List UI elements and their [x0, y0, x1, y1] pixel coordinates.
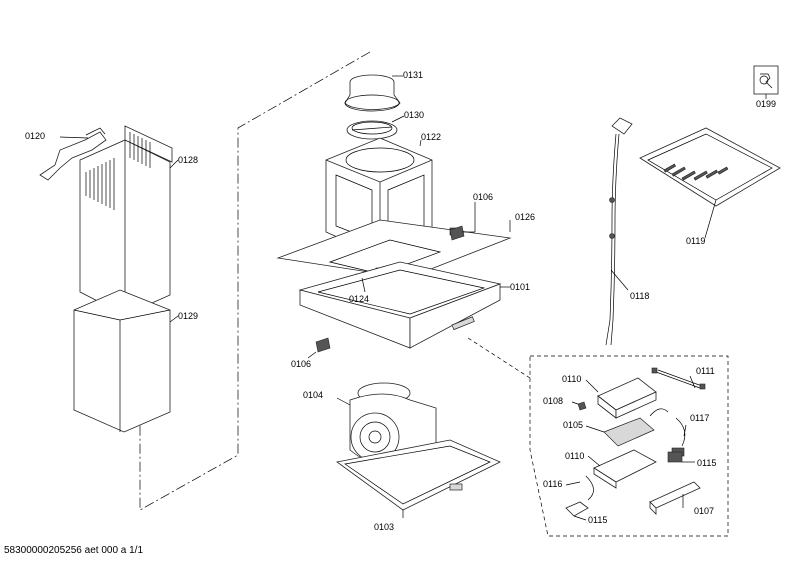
part-0110-module-bottom[interactable] — [593, 449, 657, 489]
electronics-detail-box — [467, 337, 729, 537]
label-0130: 0130 — [404, 110, 424, 120]
label-0115-bottom: 0115 — [588, 515, 607, 525]
label-0104: 0104 — [303, 390, 323, 400]
leader-lines — [59, 75, 767, 521]
part-0130-flap[interactable] — [346, 120, 398, 140]
label-0128: 0128 — [178, 155, 198, 165]
part-0120-bracket[interactable] — [39, 127, 107, 181]
label-0126: 0126 — [515, 212, 535, 222]
label-0115-right: 0115 — [697, 458, 716, 468]
label-0110-bottom: 0110 — [565, 451, 584, 461]
label-0106-bottom: 0106 — [291, 359, 311, 369]
part-0106-clip-a[interactable] — [449, 225, 465, 241]
part-0105-board[interactable] — [603, 408, 669, 447]
label-0118: 0118 — [630, 291, 649, 301]
part-0116-wire[interactable] — [585, 475, 594, 501]
part-0111-cable[interactable] — [651, 367, 706, 390]
part-0129-lower-chimney[interactable] — [73, 289, 171, 433]
part-labels: 0131 0130 0122 0120 0128 0129 0106 0126 … — [25, 70, 776, 532]
label-0108: 0108 — [543, 396, 563, 406]
part-0115-connector-b[interactable] — [565, 501, 589, 517]
label-0120: 0120 — [25, 131, 45, 141]
part-0131-collar[interactable] — [344, 74, 401, 112]
part-0119-hardware-bag[interactable] — [639, 127, 781, 207]
label-0199: 0199 — [756, 99, 776, 109]
label-0103: 0103 — [374, 522, 394, 532]
part-0106-clip-b[interactable] — [315, 337, 331, 353]
part-0117-sensor[interactable] — [671, 417, 686, 457]
label-0116: 0116 — [543, 479, 562, 489]
part-0118-cord[interactable] — [605, 117, 633, 346]
part-0103-filter[interactable] — [336, 439, 501, 511]
part-0199-manual-icon[interactable] — [753, 65, 779, 95]
label-0122: 0122 — [421, 132, 441, 142]
part-0108[interactable] — [577, 401, 587, 411]
document-footer: 58300000205256 aet 000 a 1/1 — [4, 545, 144, 556]
label-0129: 0129 — [178, 311, 198, 321]
part-0107-control-strip[interactable] — [649, 481, 701, 515]
label-0107: 0107 — [694, 506, 714, 516]
label-0110-top: 0110 — [562, 374, 581, 384]
label-0106-top: 0106 — [473, 192, 493, 202]
part-0110-module-top[interactable] — [597, 377, 657, 419]
label-0105: 0105 — [563, 420, 583, 430]
part-0101-frame[interactable] — [298, 261, 502, 349]
label-0111: 0111 — [696, 366, 715, 376]
part-0128-upper-chimney[interactable] — [79, 125, 173, 316]
label-0119: 0119 — [686, 236, 705, 246]
label-0124: 0124 — [349, 294, 369, 304]
label-0131: 0131 — [403, 70, 423, 80]
label-0101: 0101 — [510, 282, 530, 292]
label-0117: 0117 — [690, 413, 709, 423]
part-0115-connector-a[interactable] — [667, 451, 683, 463]
